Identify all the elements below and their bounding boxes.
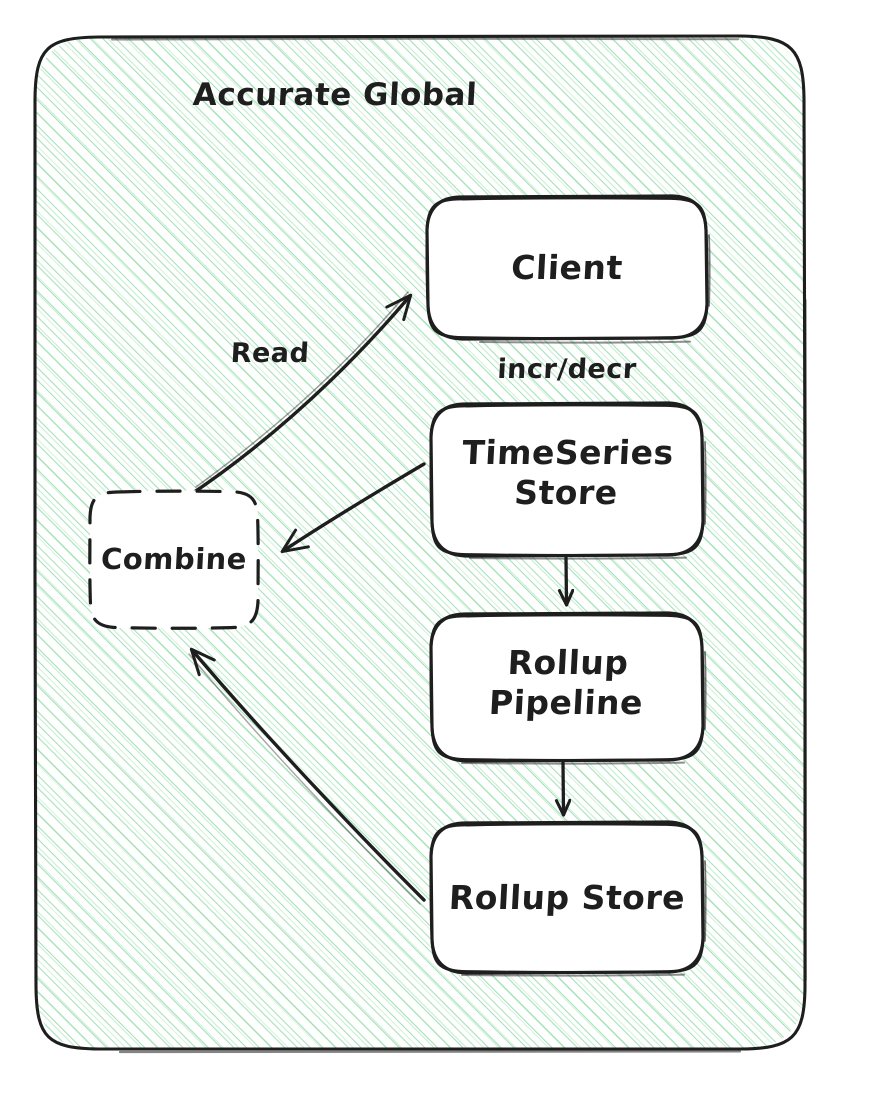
node-client[interactable] [425, 194, 711, 344]
node-combine[interactable] [88, 489, 260, 630]
edge-rollup-pipeline-to-rollup-store [563, 760, 564, 814]
edge-timeseries-store-to-rollup-pipeline [566, 555, 567, 604]
node-rollup-pipeline[interactable] [429, 611, 707, 765]
edge-combine-to-client [185, 291, 413, 499]
edge-timeseries-store-to-combine [280, 462, 426, 554]
node-timeseries-store[interactable] [429, 401, 707, 560]
edge-rollup-store-to-combine [188, 647, 426, 905]
node-rollup-store[interactable] [429, 820, 707, 977]
